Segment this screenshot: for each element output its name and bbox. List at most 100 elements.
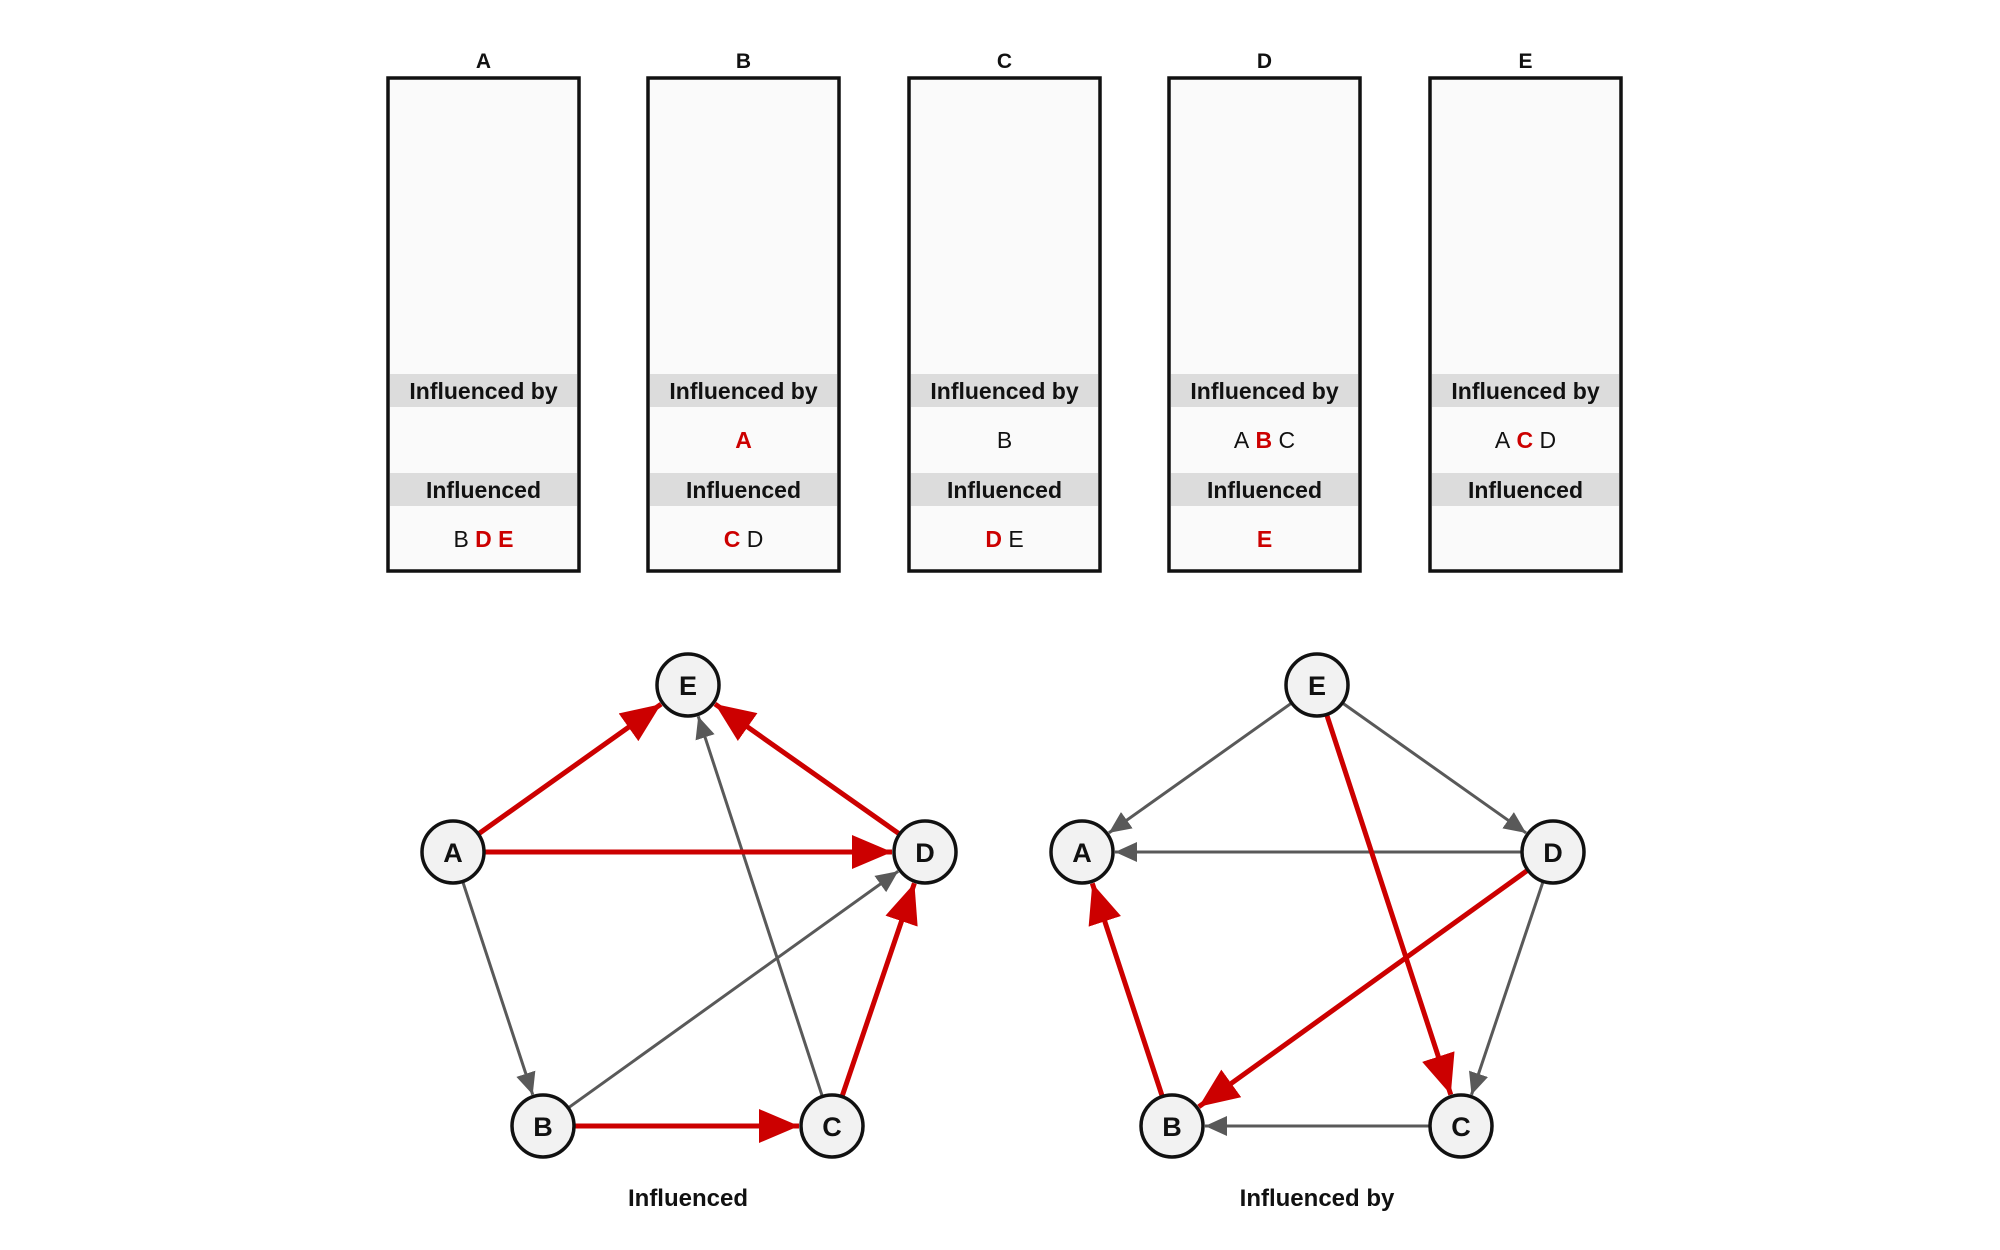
panel-c: C Influenced by Influenced B D E	[907, 50, 1102, 573]
node-e: E	[655, 652, 721, 718]
node-ref: B	[997, 427, 1012, 453]
node-ref: D	[740, 526, 763, 552]
node-ref: E	[492, 526, 514, 552]
node-ref: D	[985, 526, 1002, 552]
node-circle	[1520, 819, 1586, 885]
node-circle	[799, 1093, 865, 1159]
influenced-heading: Influenced	[947, 477, 1062, 503]
node-label: E	[679, 671, 697, 701]
influenced-by-band	[650, 374, 837, 407]
node-ref: C	[1510, 427, 1533, 453]
node-label: E	[1308, 671, 1326, 701]
node-label: C	[1451, 1112, 1471, 1142]
edges	[461, 701, 918, 1143]
influenced-by-heading: Influenced by	[930, 378, 1078, 404]
influenced-by-list: A C D	[1495, 427, 1556, 453]
node-ref: D	[469, 526, 492, 552]
influenced-band	[911, 473, 1098, 506]
influenced-heading: Influenced	[1468, 477, 1583, 503]
node-circle	[655, 652, 721, 718]
node-ref: A	[1234, 427, 1250, 453]
node-c: C	[799, 1093, 865, 1159]
node-circle	[1284, 652, 1350, 718]
edge-d-to-b	[1197, 868, 1530, 1109]
edge-a-to-e	[476, 702, 663, 837]
node-b: B	[510, 1093, 576, 1159]
influenced-list: D E	[985, 526, 1023, 552]
influenced-by-band	[1171, 374, 1358, 407]
node-b: B	[1139, 1093, 1205, 1159]
influenced-heading: Influenced	[426, 477, 541, 503]
edge-e-to-a	[1108, 701, 1293, 835]
node-ref: D	[1533, 427, 1556, 453]
graph-title: Influenced by	[1240, 1185, 1395, 1212]
influenced-list: C D	[724, 526, 764, 552]
panel-title: D	[1257, 50, 1272, 73]
node-d: D	[1520, 819, 1586, 885]
node-circle	[1049, 819, 1115, 885]
edge-d-to-e	[713, 701, 902, 837]
edge-a-to-b	[461, 880, 536, 1096]
edge-b-to-a	[1088, 882, 1165, 1098]
influenced-band	[390, 473, 577, 506]
node-label: A	[443, 838, 463, 868]
node-ref: E	[1257, 526, 1272, 552]
panel-d: D Influenced by Influenced A B C E	[1167, 50, 1362, 573]
node-circle	[1139, 1093, 1205, 1159]
node-circle	[1428, 1093, 1494, 1159]
node-ref: C	[724, 526, 741, 552]
node-a: A	[1049, 819, 1115, 885]
panel-title: E	[1518, 50, 1532, 73]
panel-title: C	[997, 50, 1012, 73]
edges	[1088, 701, 1545, 1136]
panel-title: A	[476, 50, 491, 73]
edge-b-to-d	[567, 870, 900, 1110]
node-label: B	[533, 1112, 553, 1142]
node-ref: A	[1495, 427, 1511, 453]
node-circle	[892, 819, 958, 885]
influenced-by-heading: Influenced by	[1451, 378, 1599, 404]
node-c: C	[1428, 1093, 1494, 1159]
influenced-by-band	[390, 374, 577, 407]
node-circle	[510, 1093, 576, 1159]
influenced-by-heading: Influenced by	[409, 378, 557, 404]
influenced-by-band	[1432, 374, 1619, 407]
influenced-by-list: B	[997, 427, 1012, 453]
edge-e-to-d	[1341, 701, 1527, 835]
node-circle	[420, 819, 486, 885]
influenced-heading: Influenced	[686, 477, 801, 503]
influenced-by-heading: Influenced by	[1190, 378, 1338, 404]
influenced-by-heading: Influenced by	[669, 378, 817, 404]
node-a: A	[420, 819, 486, 885]
influenced-band	[1432, 473, 1619, 506]
node-ref: B	[1249, 427, 1272, 453]
edge-e-to-c	[1324, 713, 1455, 1096]
influenced-by-list: A	[735, 427, 752, 453]
node-label: B	[1162, 1112, 1182, 1142]
edge-c-to-e	[695, 715, 824, 1097]
panel-title: B	[736, 50, 751, 73]
influenced-list: E	[1257, 526, 1272, 552]
node-label: A	[1072, 838, 1092, 868]
influenced-by-band	[911, 374, 1098, 407]
panel-b: B Influenced by Influenced A C D	[646, 50, 841, 573]
influenced-band	[1171, 473, 1358, 506]
influenced-list: B D E	[453, 526, 513, 552]
node-label: D	[1543, 838, 1563, 868]
node-ref: C	[1272, 427, 1295, 453]
node-ref: A	[735, 427, 752, 453]
node-e: E	[1284, 652, 1350, 718]
edge-c-to-d	[839, 882, 918, 1098]
graph-influenced-by: E A D B C Influenced by	[1049, 652, 1586, 1212]
panel-e: E Influenced by Influenced A C D	[1428, 50, 1623, 573]
influenced-heading: Influenced	[1207, 477, 1322, 503]
node-label: D	[915, 838, 935, 868]
node-label: C	[822, 1112, 842, 1142]
edge-d-to-c	[1469, 880, 1545, 1096]
node-ref: B	[453, 526, 468, 552]
node-d: D	[892, 819, 958, 885]
